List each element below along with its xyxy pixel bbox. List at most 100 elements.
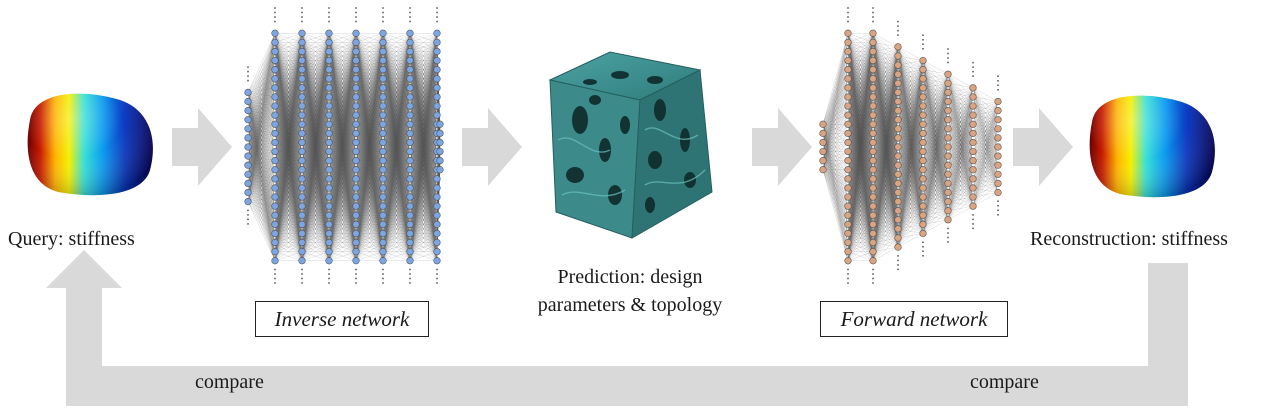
forward-network-node-3-8 — [894, 116, 902, 124]
inverse-network-node-6-21 — [406, 220, 414, 228]
forward-network-node-0-2 — [819, 138, 827, 147]
inverse-network-node-1-18 — [271, 193, 279, 201]
forward-network-node-7-6 — [994, 152, 1002, 160]
inverse-network-node-0-11 — [244, 188, 252, 197]
inverse-network-node-3-4 — [325, 66, 333, 74]
inverse-network-node-6-4 — [406, 66, 414, 74]
inverse-network-node-1-5 — [271, 75, 279, 83]
inverse-network-node-1-10 — [271, 120, 279, 128]
flow-arrow-4 — [1013, 108, 1073, 186]
flow-arrow-3 — [752, 108, 812, 186]
forward-network-node-5-5 — [944, 116, 952, 124]
forward-network-node-6-11 — [969, 184, 977, 192]
inverse-network-node-5-15 — [379, 166, 387, 174]
forward-network-node-2-18 — [869, 193, 877, 201]
forward-network-node-3-15 — [894, 179, 902, 187]
forward-network-node-1-25 — [844, 257, 852, 265]
inverse-network-node-4-18 — [352, 193, 360, 201]
inverse-network-node-6-22 — [406, 229, 414, 238]
forward-network-node-2-5 — [869, 75, 877, 83]
inverse-network-node-5-6 — [379, 84, 387, 92]
forward-network-node-0-0 — [819, 120, 827, 128]
forward-network-node-5-0 — [944, 70, 952, 78]
inverse-network-node-5-11 — [379, 129, 387, 137]
inverse-network-node-7-1 — [433, 38, 441, 46]
forward-network-node-3-1 — [894, 52, 902, 60]
inverse-network-node-1-20 — [271, 211, 279, 219]
inverse-network-node-7-24 — [433, 248, 441, 256]
forward-network-node-3-9 — [894, 125, 902, 133]
forward-network-node-3-3 — [894, 70, 902, 78]
inverse-network-node-3-16 — [325, 175, 333, 183]
forward-network-node-2-17 — [869, 184, 877, 192]
inverse-network-node-6-23 — [406, 238, 414, 247]
inverse-network-node-2-8 — [298, 102, 306, 110]
query-label: Query: stiffness — [8, 228, 135, 250]
forward-network-node-2-1 — [869, 38, 877, 46]
inverse-network-node-3-0 — [325, 29, 333, 37]
inverse-network-node-0-7 — [244, 152, 252, 160]
inverse-network-label: Inverse network — [255, 301, 429, 337]
inverse-network-node-3-2 — [325, 47, 333, 56]
inverse-network-node-6-5 — [406, 75, 414, 83]
inverse-network-node-1-7 — [271, 93, 279, 101]
forward-network-node-6-3 — [969, 111, 977, 119]
inverse-network-node-7-4 — [433, 66, 441, 74]
inverse-network-node-0-8 — [244, 161, 252, 169]
inverse-network-node-4-17 — [352, 184, 360, 192]
inverse-network-node-4-13 — [352, 147, 360, 156]
inverse-network-node-2-3 — [298, 56, 306, 65]
inverse-network-node-2-19 — [298, 202, 306, 210]
inverse-network-node-2-21 — [298, 220, 306, 228]
forward-network-node-3-4 — [894, 79, 902, 87]
inverse-network-node-4-23 — [352, 238, 360, 247]
forward-network-node-1-9 — [844, 111, 852, 119]
inverse-network-node-5-1 — [379, 38, 387, 46]
forward-network-node-4-0 — [919, 56, 927, 65]
forward-network-node-1-1 — [844, 38, 852, 46]
inverse-network-node-6-1 — [406, 38, 414, 46]
forward-network-node-6-1 — [969, 93, 977, 101]
forward-network-node-1-15 — [844, 166, 852, 174]
forward-network-node-5-2 — [944, 88, 952, 96]
forward-network-node-1-22 — [844, 229, 852, 238]
inverse-network-node-2-12 — [298, 138, 306, 147]
inverse-network-node-1-14 — [271, 157, 279, 165]
inverse-network-node-3-20 — [325, 211, 333, 219]
inverse-network-node-4-11 — [352, 129, 360, 137]
inverse-network-node-7-2 — [433, 47, 441, 56]
forward-network-node-5-15 — [944, 207, 952, 215]
forward-network-node-2-4 — [869, 66, 877, 74]
forward-network-node-2-15 — [869, 166, 877, 174]
inverse-network-node-1-0 — [271, 29, 279, 37]
inverse-network-node-4-20 — [352, 211, 360, 219]
inverse-network-node-2-14 — [298, 157, 306, 165]
inverse-network-node-8-4 — [436, 157, 444, 165]
forward-network-node-3-21 — [894, 234, 902, 242]
forward-network-node-1-13 — [844, 147, 852, 156]
inverse-network-node-5-8 — [379, 102, 387, 110]
forward-network-node-2-7 — [869, 93, 877, 101]
inverse-network-node-1-11 — [271, 129, 279, 137]
forward-network-node-6-0 — [969, 84, 977, 92]
inverse-network-node-3-22 — [325, 229, 333, 238]
inverse-network-node-7-18 — [433, 193, 441, 201]
forward-network-node-4-16 — [919, 202, 927, 210]
forward-network-node-4-3 — [919, 84, 927, 92]
inverse-network-node-2-9 — [298, 111, 306, 119]
inverse-network-node-2-22 — [298, 229, 306, 238]
inverse-network-node-4-19 — [352, 202, 360, 210]
forward-network-node-3-11 — [894, 143, 902, 151]
forward-network-node-5-9 — [944, 152, 952, 160]
inverse-network-node-1-6 — [271, 84, 279, 92]
forward-network-edges — [822, 33, 999, 261]
inverse-network-node-0-1 — [244, 97, 252, 106]
inverse-network-node-7-7 — [433, 93, 441, 101]
inverse-network-node-6-15 — [406, 166, 414, 174]
inverse-network-node-6-25 — [406, 257, 414, 265]
forward-network-node-0-4 — [819, 157, 827, 165]
inverse-network-node-6-6 — [406, 84, 414, 92]
flow-arrow-2 — [462, 108, 522, 186]
forward-network-node-4-19 — [919, 229, 927, 238]
inverse-network-node-5-14 — [379, 157, 387, 165]
